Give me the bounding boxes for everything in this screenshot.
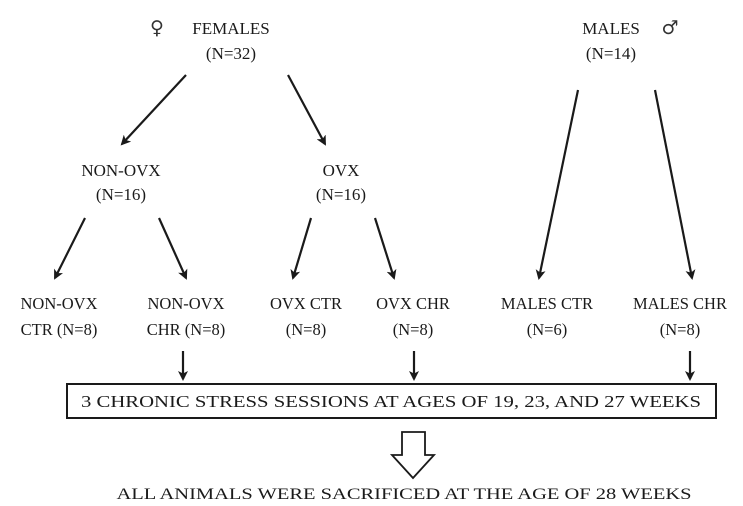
arrow-ovx-to-ctr <box>290 217 313 280</box>
males-ctr-line2: (N=6) <box>527 320 567 339</box>
ovx-ctr-line1: OVX CTR <box>270 294 342 313</box>
ovx-ctr-line2: (N=8) <box>286 320 326 339</box>
females-node: ♀ FEMALES (N=32) <box>150 17 270 63</box>
female-symbol-icon: ♀ <box>150 17 164 39</box>
ovx-count: (N=16) <box>316 185 366 204</box>
non-ovx-chr-line2: CHR (N=8) <box>147 320 226 339</box>
non-ovx-node: NON-OVX (N=16) <box>81 161 160 204</box>
females-count: (N=32) <box>206 44 256 63</box>
males-ctr-line1: MALES CTR <box>501 294 593 313</box>
sacrifice-note: ALL ANIMALS WERE SACRIFICED AT THE AGE O… <box>117 486 692 503</box>
males-node: MALES ♂ (N=14) <box>582 17 678 63</box>
arrow-females-to-non-ovx <box>120 74 187 146</box>
arrow-non-ovx-to-chr <box>157 217 188 280</box>
arrow-females-to-ovx <box>287 74 326 146</box>
non-ovx-ctr-line1: NON-OVX <box>21 294 98 313</box>
males-chr-line2: (N=8) <box>660 320 700 339</box>
stress-box-text: 3 CHRONIC STRESS SESSIONS AT AGES OF 19,… <box>81 392 701 411</box>
arrow-males-to-males-chr <box>653 89 696 280</box>
stress-box-border <box>66 383 717 419</box>
non-ovx-chr-node: NON-OVX CHR (N=8) <box>147 294 226 339</box>
arrow-non-ovx-to-ctr <box>54 217 86 280</box>
males-ctr-node: MALES CTR (N=6) <box>501 294 593 339</box>
male-symbol-icon: ♂ <box>661 17 678 39</box>
arrow-males-to-males-ctr <box>535 89 580 280</box>
males-count: (N=14) <box>586 44 636 63</box>
non-ovx-title: NON-OVX <box>81 161 160 180</box>
ovx-chr-line1: OVX CHR <box>376 294 450 313</box>
females-title: FEMALES <box>192 19 269 38</box>
ovx-chr-line2: (N=8) <box>393 320 433 339</box>
non-ovx-ctr-node: NON-OVX CTR (N=8) <box>21 294 98 339</box>
arrow-ovx-to-chr <box>373 217 397 280</box>
males-title: MALES <box>582 19 640 38</box>
non-ovx-chr-line1: NON-OVX <box>148 294 225 313</box>
ovx-node: OVX (N=16) <box>316 161 366 204</box>
stress-sessions-box: 3 CHRONIC STRESS SESSIONS AT AGES OF 19,… <box>66 383 717 419</box>
ovx-title: OVX <box>323 161 360 180</box>
ovx-chr-node: OVX CHR (N=8) <box>376 294 450 339</box>
males-chr-node: MALES CHR (N=8) <box>633 294 727 339</box>
hollow-down-arrow-icon <box>389 431 437 480</box>
males-chr-line1: MALES CHR <box>633 294 727 313</box>
non-ovx-count: (N=16) <box>96 185 146 204</box>
non-ovx-ctr-line2: CTR (N=8) <box>21 320 98 339</box>
ovx-ctr-node: OVX CTR (N=8) <box>270 294 342 339</box>
